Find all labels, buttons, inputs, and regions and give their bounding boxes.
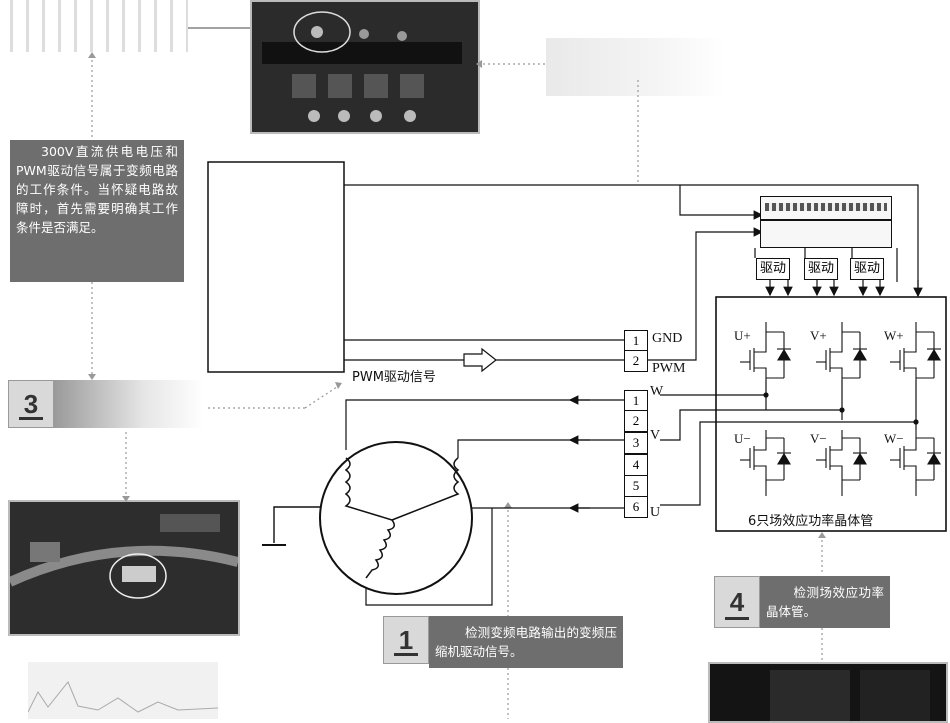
connector-bottom-pin-5: 5 [624,475,648,497]
connector-bottom-pin-3: 3 [624,432,648,454]
connector-bottom-pin-4: 4 [624,454,648,476]
connector-bottom-pin-1: 1 [624,390,648,412]
transistor-label-v-minus: V− [810,431,827,446]
connector-top-pin-1: 1 [624,330,648,352]
callout-1-number: 1 [383,616,429,664]
driver-box-u: 驱动 [756,258,791,280]
photo-top-left [10,0,188,52]
callout-3-number-text: 3 [23,388,39,419]
driver-box-v: 驱动 [804,258,839,280]
pwm-signal-label: PWM驱动信号 [352,370,436,385]
phase-v-label: V [650,428,661,443]
module-caption: 6只场效应功率晶体管 [748,514,874,529]
callout-4-body: 检测场效应功率晶体管。 [766,585,884,619]
transistor-label-w-minus: W− [884,431,904,446]
callout-1-text: 检测变频电路输出的变频压缩机驱动信号。 [429,616,623,668]
callout-4-text: 检测场效应功率晶体管。 [760,576,890,628]
photo-module-chip [546,38,724,96]
phase-u-label: U [650,505,661,520]
callout-4-number: 4 [714,576,760,628]
driver-box-w: 驱动 [850,258,885,280]
callout-3-body: 300V直流供电电压和PWM驱动信号属于变频电路的工作条件。当怀疑电路故障时，首… [16,144,178,235]
photo-bottom-right [708,662,948,723]
connector-bottom-pin-2: 2 [624,410,648,432]
callout-4-number-text: 4 [729,586,745,617]
photo-connector-board [250,0,480,134]
connector-top-pin-2: 2 [624,350,648,372]
connector-bottom-pin-6: 6 [624,496,648,518]
pwm-label: PWM [652,361,686,376]
photo-waveform [28,662,218,719]
callout-1-number-text: 1 [398,624,414,655]
callout-1-body: 检测变频电路输出的变频压缩机驱动信号。 [435,625,617,659]
transistor-label-w-plus: W+ [884,328,904,343]
transistor-symbols [740,322,941,496]
callout-3-text: 300V直流供电电压和PWM驱动信号属于变频电路的工作条件。当怀疑电路故障时，首… [10,140,184,282]
callout-3-bar [54,380,204,428]
phase-w-label: W [650,384,664,399]
callout-3-number: 3 [8,380,54,428]
gnd-label: GND [652,331,683,346]
transistor-label-v-plus: V+ [810,328,827,343]
driver-ic [760,196,892,248]
transistor-label-u-minus: U− [734,431,751,446]
photo-board-bottom-left [8,500,240,636]
transistor-label-u-plus: U+ [734,328,751,343]
